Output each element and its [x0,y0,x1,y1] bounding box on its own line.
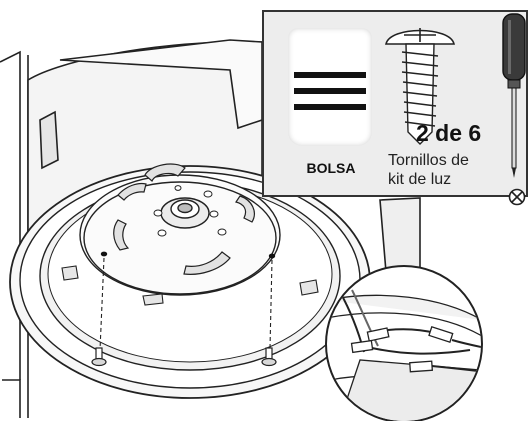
caption-line-2: kit de luz [388,171,452,188]
plate-slots [113,163,255,275]
screw-caption: Tornillos de kit de luz [388,151,469,189]
phillips-head-symbol-icon [508,188,526,206]
light-kit-screw-right [261,347,277,367]
screw-holes [100,251,276,259]
bag-stripe [294,72,366,78]
bag-stripe [294,104,366,110]
center-hub [160,197,210,229]
parts-callout: BOLSA 2 de 6 Tornillos de kit de luz [262,10,528,197]
screw-count: 2 de 6 [416,120,482,146]
plate-bumps [153,185,227,237]
phillips-screwdriver-icon [502,13,526,178]
bag-stripe [294,88,366,94]
ring-tabs [61,265,319,306]
mounting-plate [79,174,281,296]
bag-label: BOLSA [306,160,356,176]
caption-line-1: Tornillos de [388,152,469,169]
parts-bag-icon [288,28,372,146]
guide-lines [99,257,273,351]
light-kit-screw-left [91,347,107,367]
frame-lines [0,50,29,418]
wire-connector-detail [325,265,483,421]
screw-icon [384,28,456,145]
